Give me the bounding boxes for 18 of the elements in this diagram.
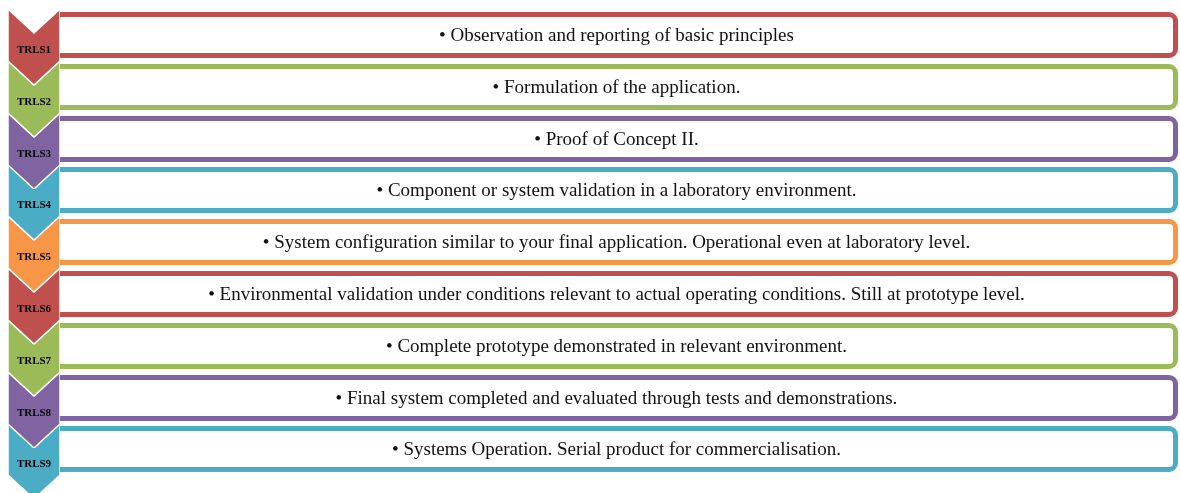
step-label: TRLS7 [15,353,53,367]
step-label: TRLS2 [15,94,53,108]
step-label: TRLS4 [15,198,53,212]
step-description: • Final system completed and evaluated through tests and demonstrations. [335,386,898,409]
step-description: • Environmental validation under conditions relevant to actual operating conditions. Still at prototype level. [208,283,1025,305]
step-label: TRLS9 [15,457,53,471]
step-label: TRLS6 [15,302,53,315]
step-description: • Proof of Concept II. [534,127,699,150]
step-description: • Observation and reporting of basic principles [439,24,794,46]
step-description: • System configuration similar to your final application. Operational even at laboratory level. [262,231,971,254]
step-description: • Complete prototype demonstrated in relevant environment. [386,334,847,357]
step-description: • Systems Operation. Serial product for commercialisation. [392,438,841,461]
step-label: TRLS3 [15,146,53,160]
step-label: TRLS5 [15,250,53,264]
step-description: • Formulation of the application. [492,75,741,98]
step-label: TRLS8 [15,405,53,419]
step-label: TRLS1 [15,43,53,56]
step-description: • Component or system validation in a laboratory environment. [376,179,857,202]
